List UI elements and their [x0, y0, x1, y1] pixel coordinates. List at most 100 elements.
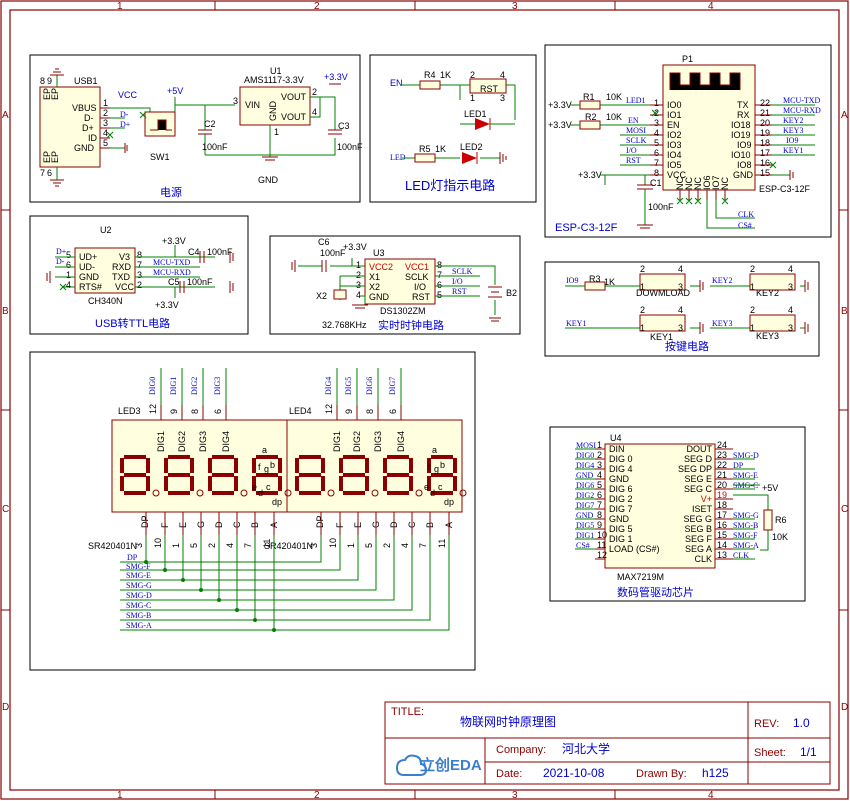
svg-text:R3: R3: [589, 274, 601, 284]
svg-text:VBUS: VBUS: [72, 103, 97, 113]
svg-text:LED: LED: [390, 153, 406, 162]
grid-col-2: 2: [314, 1, 320, 12]
segment-bar: [256, 491, 278, 495]
svg-text:4: 4: [66, 280, 71, 290]
decimal-point: [327, 489, 335, 497]
r3-resistor: [584, 281, 606, 291]
segment-bar: [146, 458, 150, 473]
svg-text:10K: 10K: [606, 112, 622, 122]
svg-text:EP: EP: [42, 151, 52, 163]
decimal-point: [284, 489, 292, 497]
svg-text:5: 5: [189, 543, 199, 548]
svg-text:1: 1: [640, 282, 645, 292]
decimal-point: [152, 489, 160, 497]
svg-text:20: 20: [760, 118, 770, 128]
svg-text:EN: EN: [390, 78, 403, 88]
svg-text:6: 6: [388, 409, 398, 414]
segment-bar: [234, 476, 238, 491]
svg-text:6: 6: [47, 168, 52, 178]
svg-text:17: 17: [760, 148, 770, 158]
segment-bar: [343, 455, 365, 459]
svg-text:MCU-RXD: MCU-RXD: [153, 268, 191, 277]
svg-text:3: 3: [678, 323, 683, 333]
svg-text:g: g: [434, 464, 439, 474]
svg-text:SW1: SW1: [150, 152, 170, 162]
svg-text:2: 2: [654, 108, 659, 118]
svg-text:DIG2: DIG2: [352, 431, 362, 452]
svg-text:c: c: [438, 482, 443, 492]
max-left-pin-num: 3: [597, 460, 602, 470]
max-right-net: SMG-A: [733, 541, 759, 550]
svg-text:6: 6: [437, 280, 442, 290]
rtc-block: C6 100nF +3.3V U3 VCC2 X1 X2 GND 1 2 3 4…: [269, 235, 521, 335]
decimal-point: [459, 489, 467, 497]
svg-text:EP: EP: [42, 88, 52, 100]
max-left-pin: DIG 5: [609, 524, 633, 534]
svg-text:KEY3: KEY3: [783, 126, 803, 135]
svg-text:GND: GND: [79, 272, 100, 282]
grid-col-3-bottom: 3: [512, 790, 518, 801]
svg-text:2: 2: [137, 280, 142, 290]
segment-bar: [365, 476, 369, 491]
svg-text:IO3: IO3: [667, 140, 682, 150]
segment-bar: [321, 476, 325, 491]
svg-text:X2: X2: [316, 291, 327, 301]
max-left-pin: DIG 6: [609, 484, 633, 494]
svg-text:GND: GND: [74, 143, 95, 153]
svg-text:d: d: [258, 488, 263, 498]
svg-text:18: 18: [760, 138, 770, 148]
svg-text:DIG6: DIG6: [365, 377, 374, 395]
svg-text:REV:: REV:: [754, 718, 779, 730]
svg-text:VCC: VCC: [115, 282, 135, 292]
max-right-pin-num: 19: [717, 490, 727, 500]
max-right-pin: V+: [701, 494, 712, 504]
svg-text:10: 10: [153, 538, 163, 548]
svg-text:2: 2: [207, 543, 217, 548]
max-left-net: DIG1: [576, 531, 594, 540]
max-left-net: DIG6: [576, 481, 594, 490]
svg-text:DP: DP: [127, 553, 138, 562]
svg-text:1: 1: [274, 127, 279, 137]
svg-text:X2: X2: [369, 282, 380, 292]
r4-resistor: [419, 80, 441, 90]
svg-text:10K: 10K: [606, 92, 622, 102]
svg-text:SCLK: SCLK: [452, 267, 473, 276]
segment-bar: [339, 476, 343, 491]
svg-text:10K: 10K: [772, 532, 788, 542]
segment-bar: [164, 458, 168, 473]
svg-text:VOUT: VOUT: [281, 92, 307, 102]
svg-text:+3.3V: +3.3V: [155, 300, 179, 310]
svg-text:3: 3: [137, 270, 142, 280]
svg-text:KEY2: KEY2: [712, 276, 732, 285]
svg-text:1: 1: [750, 282, 755, 292]
ds1302-chip: [364, 258, 436, 305]
max-right-pin: SEG B: [684, 524, 712, 534]
svg-text:2: 2: [640, 305, 645, 315]
max-left-net: DIG0: [576, 451, 594, 460]
segment-bar: [343, 473, 365, 477]
svg-text:5: 5: [654, 138, 659, 148]
decimal-point: [240, 489, 248, 497]
segment-bar: [212, 455, 234, 459]
max-right-pin-num: 21: [717, 470, 727, 480]
grid-row-c: C: [2, 504, 9, 515]
segment-bar: [387, 491, 409, 495]
usb1-connector: [39, 86, 101, 168]
max7219-chip: [604, 443, 716, 569]
svg-text:R2: R2: [585, 112, 597, 122]
svg-text:C4: C4: [188, 247, 200, 257]
segment-bar: [299, 473, 321, 477]
decimal-point: [371, 489, 379, 497]
svg-text:a: a: [432, 445, 437, 455]
svg-text:IO8: IO8: [737, 160, 752, 170]
led3-display: [111, 419, 288, 513]
max-right-pin: DOUT: [687, 444, 713, 454]
svg-text:LED3: LED3: [118, 406, 141, 416]
svg-text:IO9: IO9: [737, 140, 752, 150]
power-block: USB1 EP EP EP EP VBUS D- D+ ID GND 1 2 3…: [29, 54, 363, 203]
segment-bar: [295, 476, 299, 491]
segment-bar: [427, 458, 431, 473]
